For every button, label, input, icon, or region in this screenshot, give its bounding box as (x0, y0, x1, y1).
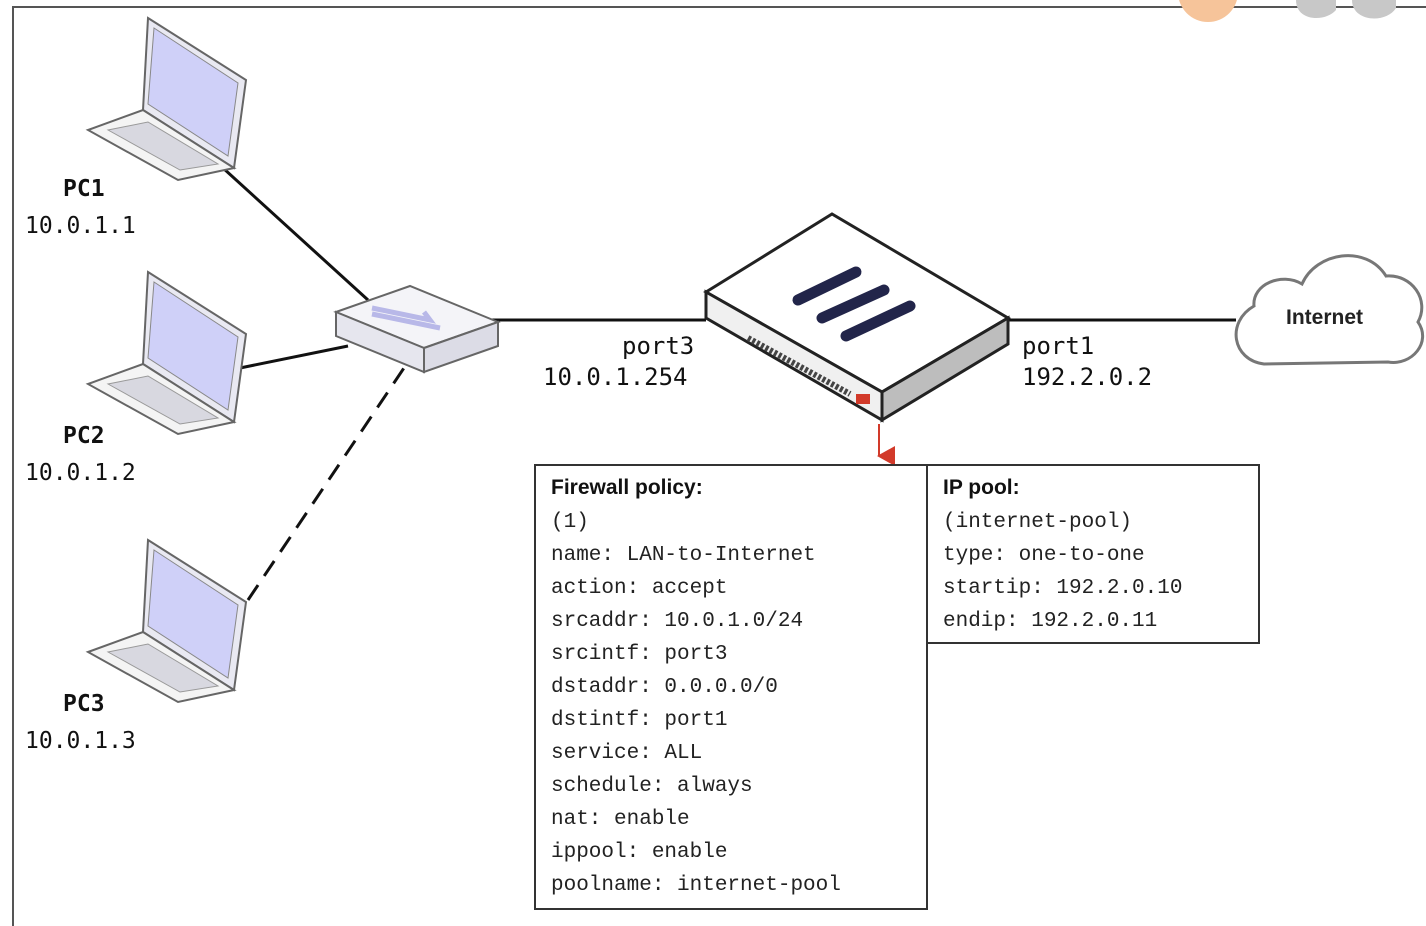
ip-pool-line: endip: 192.2.0.11 (943, 610, 1158, 633)
laptop-icon-pc2 (85, 270, 248, 436)
policy-line: srcintf: port3 (551, 643, 728, 666)
laptop-icon-pc3 (85, 538, 248, 704)
firewall-policy-box: Firewall policy: (1) name: LAN-to-Intern… (534, 464, 928, 910)
policy-line: ippool: enable (551, 841, 728, 864)
switch-icon (333, 284, 501, 374)
firewall-policy-title: Firewall policy: (551, 476, 703, 499)
policy-line: (1) (551, 511, 589, 534)
policy-line: action: accept (551, 577, 728, 600)
internet-label: Internet (1286, 306, 1364, 329)
link-pc3-switch (246, 361, 410, 601)
ip-pool-line: startip: 192.2.0.10 (943, 577, 1183, 600)
policy-line: srcaddr: 10.0.1.0/24 (551, 610, 804, 633)
pc3-ip: 10.0.1.3 (25, 728, 136, 754)
policy-line: dstaddr: 0.0.0.0/0 (551, 676, 778, 699)
policy-line: schedule: always (551, 775, 753, 798)
pc2-name: PC2 (63, 423, 105, 449)
link-pc2-switch (239, 344, 349, 370)
firewall-icon (703, 212, 1011, 423)
watermark-logo (1179, 0, 1396, 22)
pc1-ip: 10.0.1.1 (25, 213, 136, 239)
policy-line: name: LAN-to-Internet (551, 544, 816, 567)
pc3-name: PC3 (63, 691, 105, 717)
port1-ip: 192.2.0.2 (1022, 363, 1153, 391)
port1-label: port1 (1022, 332, 1095, 360)
internet-cloud-icon (1234, 254, 1425, 366)
link-pc1-switch (210, 156, 370, 302)
policy-line: poolname: internet-pool (551, 874, 841, 897)
port3-ip: 10.0.1.254 (543, 363, 688, 391)
pc2-ip: 10.0.1.2 (25, 460, 136, 486)
diagram-frame (12, 6, 1426, 926)
policy-line: nat: enable (551, 808, 690, 831)
laptop-icon-pc1 (85, 16, 248, 182)
policy-line: service: ALL (551, 742, 703, 765)
policy-line: dstintf: port1 (551, 709, 728, 732)
port3-label: port3 (622, 332, 695, 360)
ip-pool-title: IP pool: (943, 476, 1020, 499)
pc1-name: PC1 (63, 176, 105, 202)
ip-pool-line: (internet-pool) (943, 511, 1133, 534)
ip-pool-line: type: one-to-one (943, 544, 1145, 567)
ip-pool-box: IP pool: (internet-pool) type: one-to-on… (926, 464, 1260, 644)
